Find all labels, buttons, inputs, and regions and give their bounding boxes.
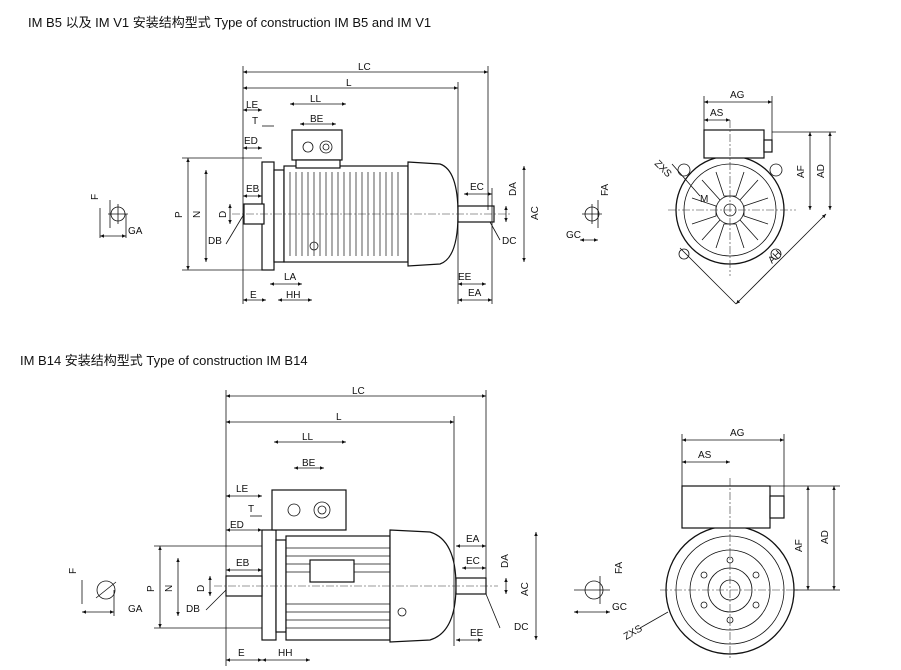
label-dc: DC — [502, 236, 516, 247]
section-title-b5: IM B5 以及 IM V1 安装结构型式 Type of constructi… — [28, 15, 432, 30]
label-m: M — [700, 194, 708, 205]
label-l: L — [346, 78, 352, 89]
label-e: E — [250, 290, 257, 301]
label-b14-ea: EA — [466, 534, 480, 545]
label-eb: EB — [246, 184, 260, 195]
b5-key-detail-nde: GC FA — [566, 183, 611, 242]
label-b14-as: AS — [698, 450, 712, 461]
label-b14-lc: LC — [352, 386, 365, 397]
label-b14-ec: EC — [466, 556, 480, 567]
label-ga: GA — [128, 226, 143, 237]
b14-key-detail-de: GA F — [68, 568, 143, 616]
label-d: D — [218, 211, 229, 218]
label-b14-be: BE — [302, 458, 316, 469]
b14-nameplate — [309, 559, 355, 583]
label-b14-db: DB — [186, 604, 200, 615]
b14-key-detail-nde: GC FA — [574, 561, 627, 614]
b5-front-terminal-box — [703, 129, 765, 159]
label-fa: FA — [600, 183, 611, 196]
label-b14-l: L — [336, 412, 342, 423]
label-la: LA — [284, 272, 297, 283]
label-ag: AG — [730, 90, 745, 101]
label-ea: EA — [468, 288, 482, 299]
label-ll: LL — [310, 94, 322, 105]
label-hh: HH — [286, 290, 300, 301]
label-be: BE — [310, 114, 324, 125]
label-le: LE — [246, 100, 259, 111]
label-b14-e: E — [238, 648, 245, 659]
label-ed: ED — [244, 136, 258, 147]
b14-terminal-box — [271, 489, 347, 531]
label-b14-ad: AD — [820, 530, 831, 544]
label-b14-f: F — [68, 568, 79, 574]
label-af: AF — [796, 165, 807, 178]
b14-front-view: AG AS AF AD ZXS — [622, 428, 840, 660]
label-ah: AH — [766, 249, 784, 267]
label-b14-n: N — [164, 585, 175, 592]
b14-motor-body — [285, 535, 391, 641]
label-b14-p: P — [146, 585, 157, 592]
label-b14-ll: LL — [302, 432, 314, 443]
label-gc: GC — [566, 230, 581, 241]
b14-side-view: LC L LL BE LE T ED EB P N D DB E HH EA E… — [146, 386, 538, 666]
section-title-b14: IM B14 安装结构型式 Type of construction IM B1… — [20, 353, 308, 368]
label-b14-ee: EE — [470, 628, 484, 639]
b5-front-view: AG AS AF AD AH ZXS M — [652, 90, 836, 305]
label-b14-dc: DC — [514, 622, 528, 633]
label-b14-le: LE — [236, 484, 249, 495]
label-ee: EE — [458, 272, 472, 283]
label-b14-gc: GC — [612, 602, 627, 613]
label-ac: AC — [530, 206, 541, 220]
label-b14-ed: ED — [230, 520, 244, 531]
label-ec: EC — [470, 182, 484, 193]
b14-flange — [261, 529, 277, 641]
label-b14-da: DA — [500, 554, 511, 568]
label-b14-t: T — [248, 504, 254, 515]
b5-side-view: LC L LL BE LE T ED EB P N D DB LA E HH E… — [174, 62, 541, 304]
label-b14-ag: AG — [730, 428, 745, 439]
label-p: P — [174, 211, 185, 218]
label-b14-fa: FA — [614, 561, 625, 574]
label-da: DA — [508, 182, 519, 196]
b14-front-terminal-box — [681, 485, 771, 529]
label-b14-eb: EB — [236, 558, 250, 569]
label-t: T — [252, 116, 258, 127]
label-b14-hh: HH — [278, 648, 292, 659]
label-b14-af: AF — [794, 539, 805, 552]
label-b14-d: D — [196, 585, 207, 592]
label-ad: AD — [816, 164, 827, 178]
label-as: AS — [710, 108, 724, 119]
label-b14-zxs: ZXS — [622, 623, 645, 642]
label-zxs: ZXS — [652, 158, 674, 180]
label-lc: LC — [358, 62, 371, 73]
label-b14-ac: AC — [520, 582, 531, 596]
label-f: F — [90, 194, 101, 200]
label-n: N — [192, 211, 203, 218]
label-b14-ga: GA — [128, 604, 143, 615]
label-db: DB — [208, 236, 222, 247]
b5-terminal-box — [291, 129, 343, 161]
b5-key-detail-de: GA F — [90, 194, 143, 238]
